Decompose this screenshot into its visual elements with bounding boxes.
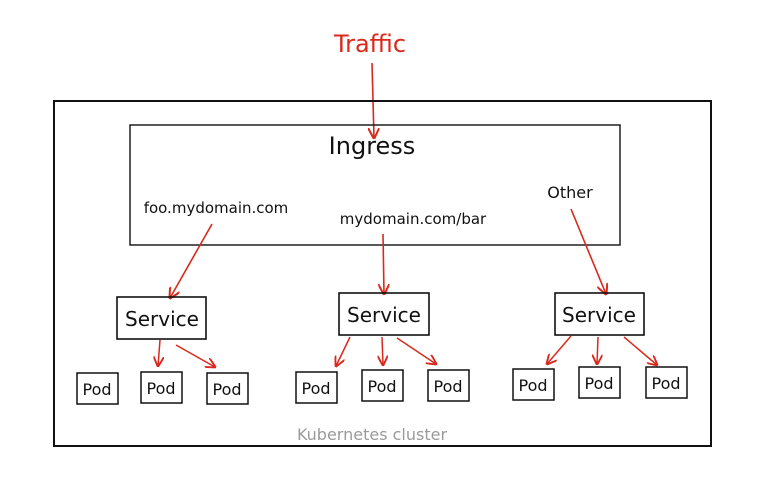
- pod-label: Pod: [82, 380, 111, 399]
- route-label-other: Other: [547, 183, 593, 202]
- pod-arrow: [547, 335, 572, 364]
- pod: Pod: [427, 369, 470, 402]
- ingress-box: [129, 124, 621, 246]
- cluster-box: [53, 100, 712, 447]
- pod-label: Pod: [212, 380, 241, 399]
- pod: Pod: [295, 371, 338, 404]
- service-label: Service: [125, 307, 199, 331]
- pod-arrow: [396, 337, 436, 364]
- pod: Pod: [206, 372, 249, 405]
- pod-arrow: [158, 339, 160, 366]
- pod-label: Pod: [367, 377, 396, 396]
- pod-label: Pod: [433, 377, 462, 396]
- pod: Pod: [645, 366, 688, 399]
- pod: Pod: [512, 368, 555, 401]
- service-2: Service: [338, 292, 430, 336]
- pod-arrow: [623, 336, 657, 365]
- service-3: Service: [554, 292, 645, 336]
- pod: Pod: [361, 369, 404, 402]
- ingress-title: Ingress: [329, 132, 416, 160]
- pod: Pod: [578, 366, 621, 399]
- pod-arrow: [175, 344, 215, 367]
- cluster-label: Kubernetes cluster: [297, 425, 447, 444]
- pod-arrow: [597, 336, 598, 364]
- pod: Pod: [140, 371, 183, 404]
- pod-arrow: [336, 336, 351, 366]
- route-arrow-bar: [383, 233, 384, 294]
- traffic-label: Traffic: [333, 30, 406, 58]
- pod-label: Pod: [146, 379, 175, 398]
- route-arrow-other: [570, 208, 606, 294]
- route-label-foo: foo.mydomain.com: [144, 199, 289, 217]
- pod-label: Pod: [518, 376, 547, 395]
- service-box: [554, 292, 645, 336]
- service-box: [338, 292, 430, 336]
- service-label: Service: [347, 303, 421, 327]
- pod: Pod: [76, 372, 119, 405]
- pod-label: Pod: [584, 374, 613, 393]
- pod-label: Pod: [651, 374, 680, 393]
- service-box: [116, 296, 207, 340]
- service-label: Service: [562, 303, 636, 327]
- pod-label: Pod: [301, 379, 330, 398]
- pod-arrow: [382, 336, 383, 365]
- service-1: Service: [116, 296, 207, 340]
- route-arrow-foo: [170, 223, 213, 298]
- route-label-bar: mydomain.com/bar: [340, 210, 487, 228]
